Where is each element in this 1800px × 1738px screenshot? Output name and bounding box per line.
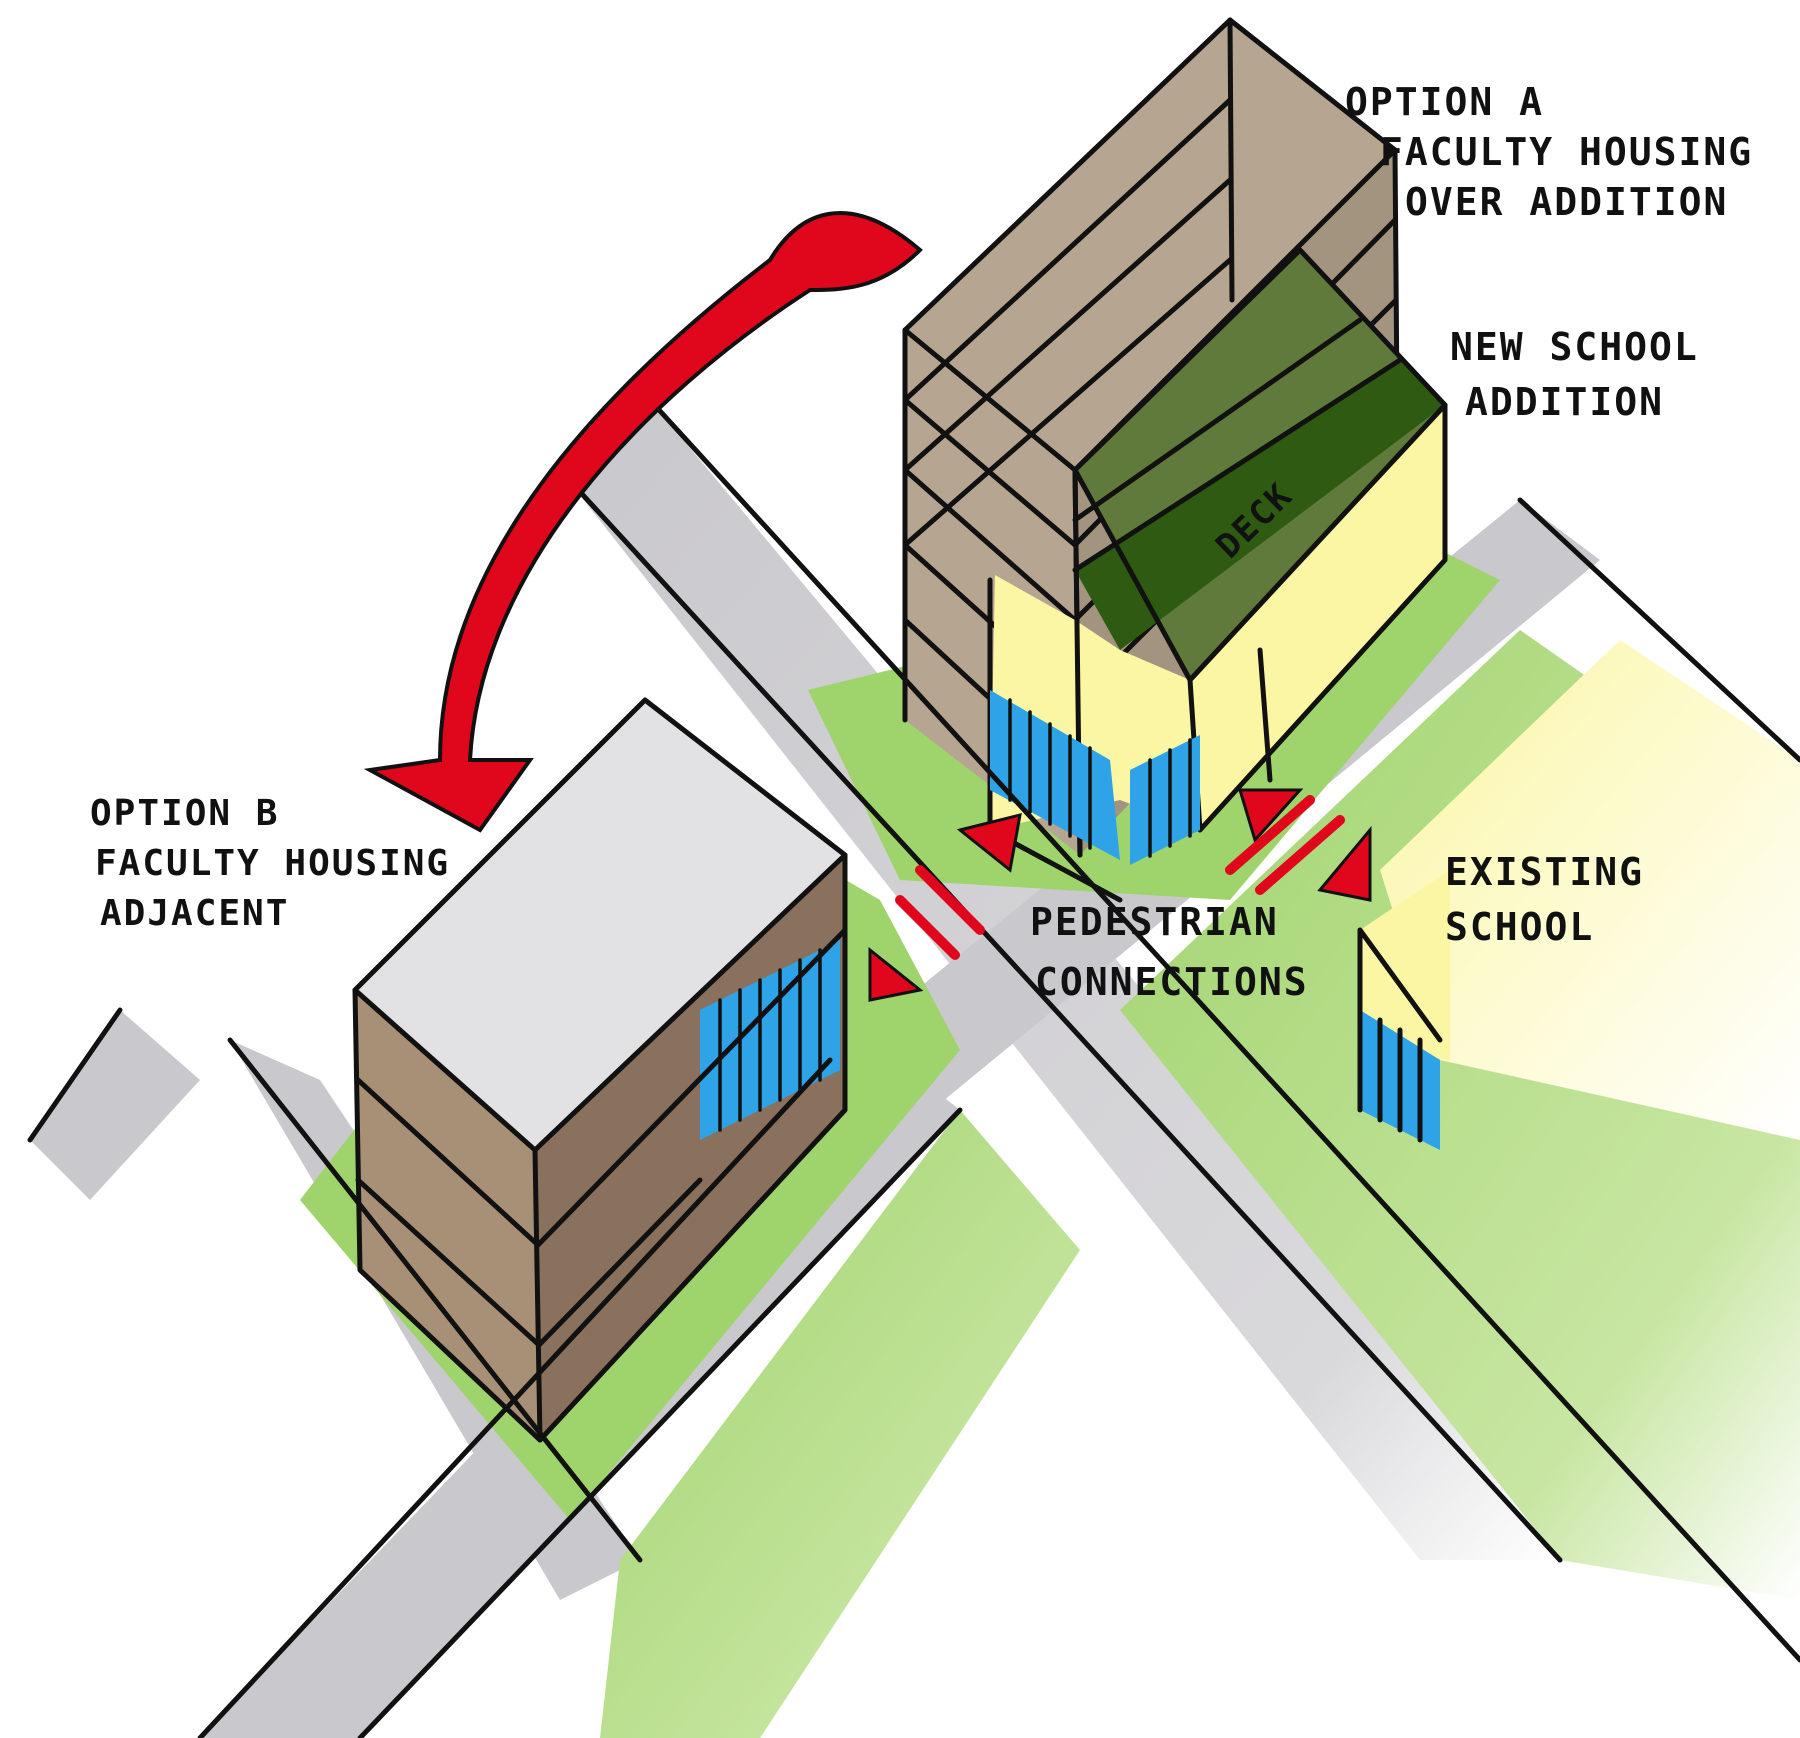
crosswalk-stripe (1225, 795, 1315, 875)
crosswalk-triangle (1237, 788, 1304, 843)
new-school-line-1: NEW SCHOOL (1450, 325, 1699, 369)
pedestrian-line-1: PEDESTRIAN (1030, 900, 1279, 944)
housing-roof (355, 700, 845, 1150)
label-existing-school: EXISTING SCHOOL (1445, 850, 1644, 949)
label-option-a: OPTION A FACULTY HOUSING OVER ADDITION (1345, 80, 1753, 224)
crosswalk-triangle (956, 812, 1022, 873)
deck-strip (1075, 360, 1445, 650)
addition-glass-right (1130, 735, 1200, 865)
new-school-line-2: ADDITION (1465, 380, 1664, 424)
label-option-b: OPTION B FACULTY HOUSING ADJACENT (90, 793, 450, 934)
crosswalk-triangle (868, 946, 924, 1002)
addition-yellow-face (990, 405, 1445, 830)
housing-left-face (355, 990, 540, 1440)
street-edges (27, 397, 1800, 1738)
option-b-line-2: FACULTY HOUSING (95, 843, 450, 884)
existing-school-line-1: EXISTING (1445, 850, 1644, 894)
existing-school-line-2: SCHOOL (1445, 905, 1594, 949)
existing-school-facade (1360, 870, 1450, 1060)
addition-glass-left (990, 690, 1120, 860)
crosswalk-stripe (895, 895, 960, 960)
option-b-line-1: OPTION B (90, 793, 279, 834)
new-school-addition: DECK (987, 247, 1448, 903)
crosswalk-stripe (1255, 815, 1345, 895)
option-a-line-3: OVER ADDITION (1405, 180, 1728, 224)
label-new-school: NEW SCHOOL ADDITION (1450, 325, 1699, 424)
existing-school-building (1357, 870, 1450, 1150)
pedestrian-crossings (868, 788, 1372, 1002)
street-left-branch (30, 1010, 200, 1200)
crosswalk-stripe (915, 865, 985, 935)
option-swap-arrow (363, 211, 923, 833)
option-b-building (352, 697, 848, 1443)
option-a-line-2: FACULTY HOUSING (1380, 130, 1753, 174)
crosswalk-triangle (1317, 825, 1372, 902)
label-pedestrian: PEDESTRIAN CONNECTIONS (1030, 900, 1309, 1004)
option-b-line-3: ADJACENT (100, 893, 289, 934)
pedestrian-line-2: CONNECTIONS (1035, 960, 1309, 1004)
lawn-lower-strip (600, 1110, 1080, 1738)
option-a-line-1: OPTION A (1345, 80, 1544, 124)
existing-school-yard (1380, 640, 1800, 1140)
housing-glass (700, 940, 840, 1140)
